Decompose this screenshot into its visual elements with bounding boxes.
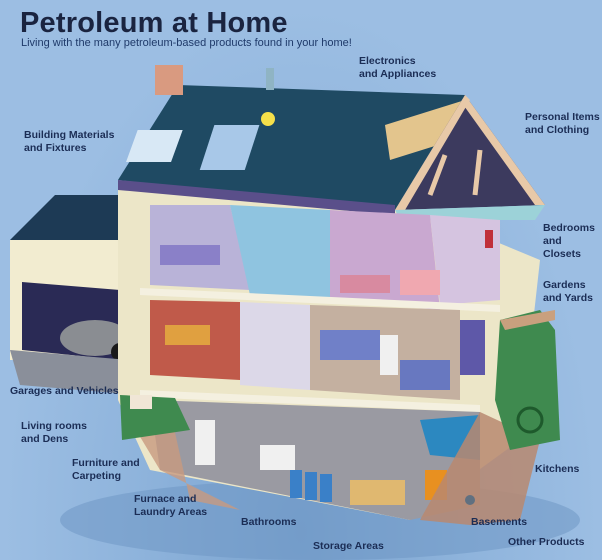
label-basements: Basements [471,516,528,528]
bathroom-room [230,205,330,300]
workbench-icon [350,480,405,505]
page-subtitle: Living with the many petroleum-based pro… [21,37,352,49]
label-electronics: Electronics and Appliances [359,55,437,80]
label-storage: Storage Areas [313,540,384,552]
garden-hose-icon [516,406,544,434]
page-title: Petroleum at Home [20,7,288,39]
skylight-icon [126,130,183,162]
middle-floor-rooms [150,300,485,400]
freezer-icon [260,445,295,470]
door-icon [460,320,485,375]
label-personal-items: Personal Items and Clothing [525,111,600,136]
roof [118,65,470,215]
solar-panel-icon [199,125,260,170]
garage [10,195,140,395]
label-building-materials: Building Materials and Fixtures [24,129,115,154]
label-gardens: Gardens and Yards [543,279,593,304]
closet-room [430,215,500,305]
sun-icon [261,112,275,126]
car-icon [60,320,130,356]
label-kitchens: Kitchens [535,463,580,475]
label-bathrooms: Bathrooms [241,516,297,528]
yard-right [495,310,560,450]
water-heater-icon [195,420,215,465]
vent-pipe-icon [266,68,274,90]
label-furniture: Furniture and Carpeting [72,457,140,482]
label-living-rooms: Living rooms and Dens [21,420,87,445]
fridge-icon [380,335,398,375]
dress-icon [485,230,493,248]
storage-bin-icon [290,470,302,498]
deck [500,310,555,330]
roof-shingles-patch [385,100,470,160]
label-garages: Garages and Vehicles [10,385,119,397]
floor-slab-1 [140,288,500,312]
attic-truss [395,95,545,220]
floor-slab-2 [140,390,480,412]
bathroom-middle [240,302,310,390]
label-furnace: Furnace and Laundry Areas [134,493,208,518]
ac-unit-icon [130,395,152,409]
upper-floor-rooms [150,205,500,310]
label-other-products: Other Products [508,536,585,548]
earth-cut-left [130,410,240,510]
label-bedrooms: Bedrooms and Closets [543,222,595,260]
chimney-icon [155,65,183,95]
lawnmower-icon [465,495,475,505]
